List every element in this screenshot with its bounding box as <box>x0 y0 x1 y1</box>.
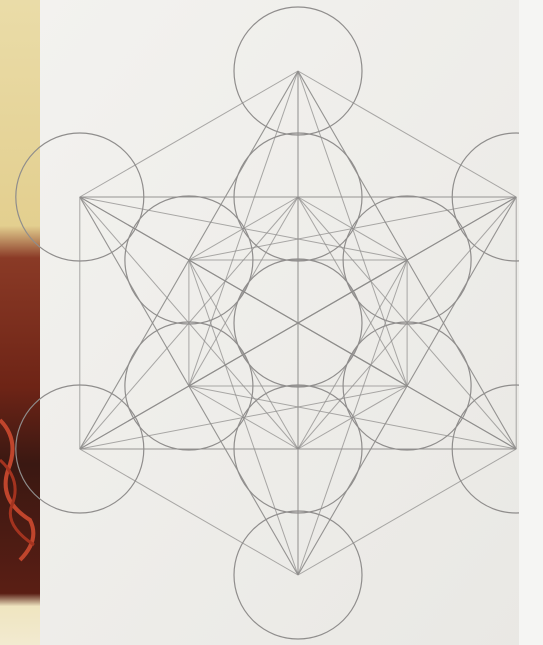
page-right-margin <box>519 0 543 645</box>
connecting-line <box>298 449 516 575</box>
connecting-line <box>298 71 516 197</box>
connecting-line <box>189 260 298 575</box>
connecting-line <box>189 197 516 260</box>
connecting-lines <box>80 71 516 575</box>
connecting-line <box>80 71 298 197</box>
connecting-line <box>189 386 516 449</box>
connecting-line <box>80 449 298 575</box>
connecting-line <box>189 71 298 386</box>
circles <box>16 7 543 639</box>
